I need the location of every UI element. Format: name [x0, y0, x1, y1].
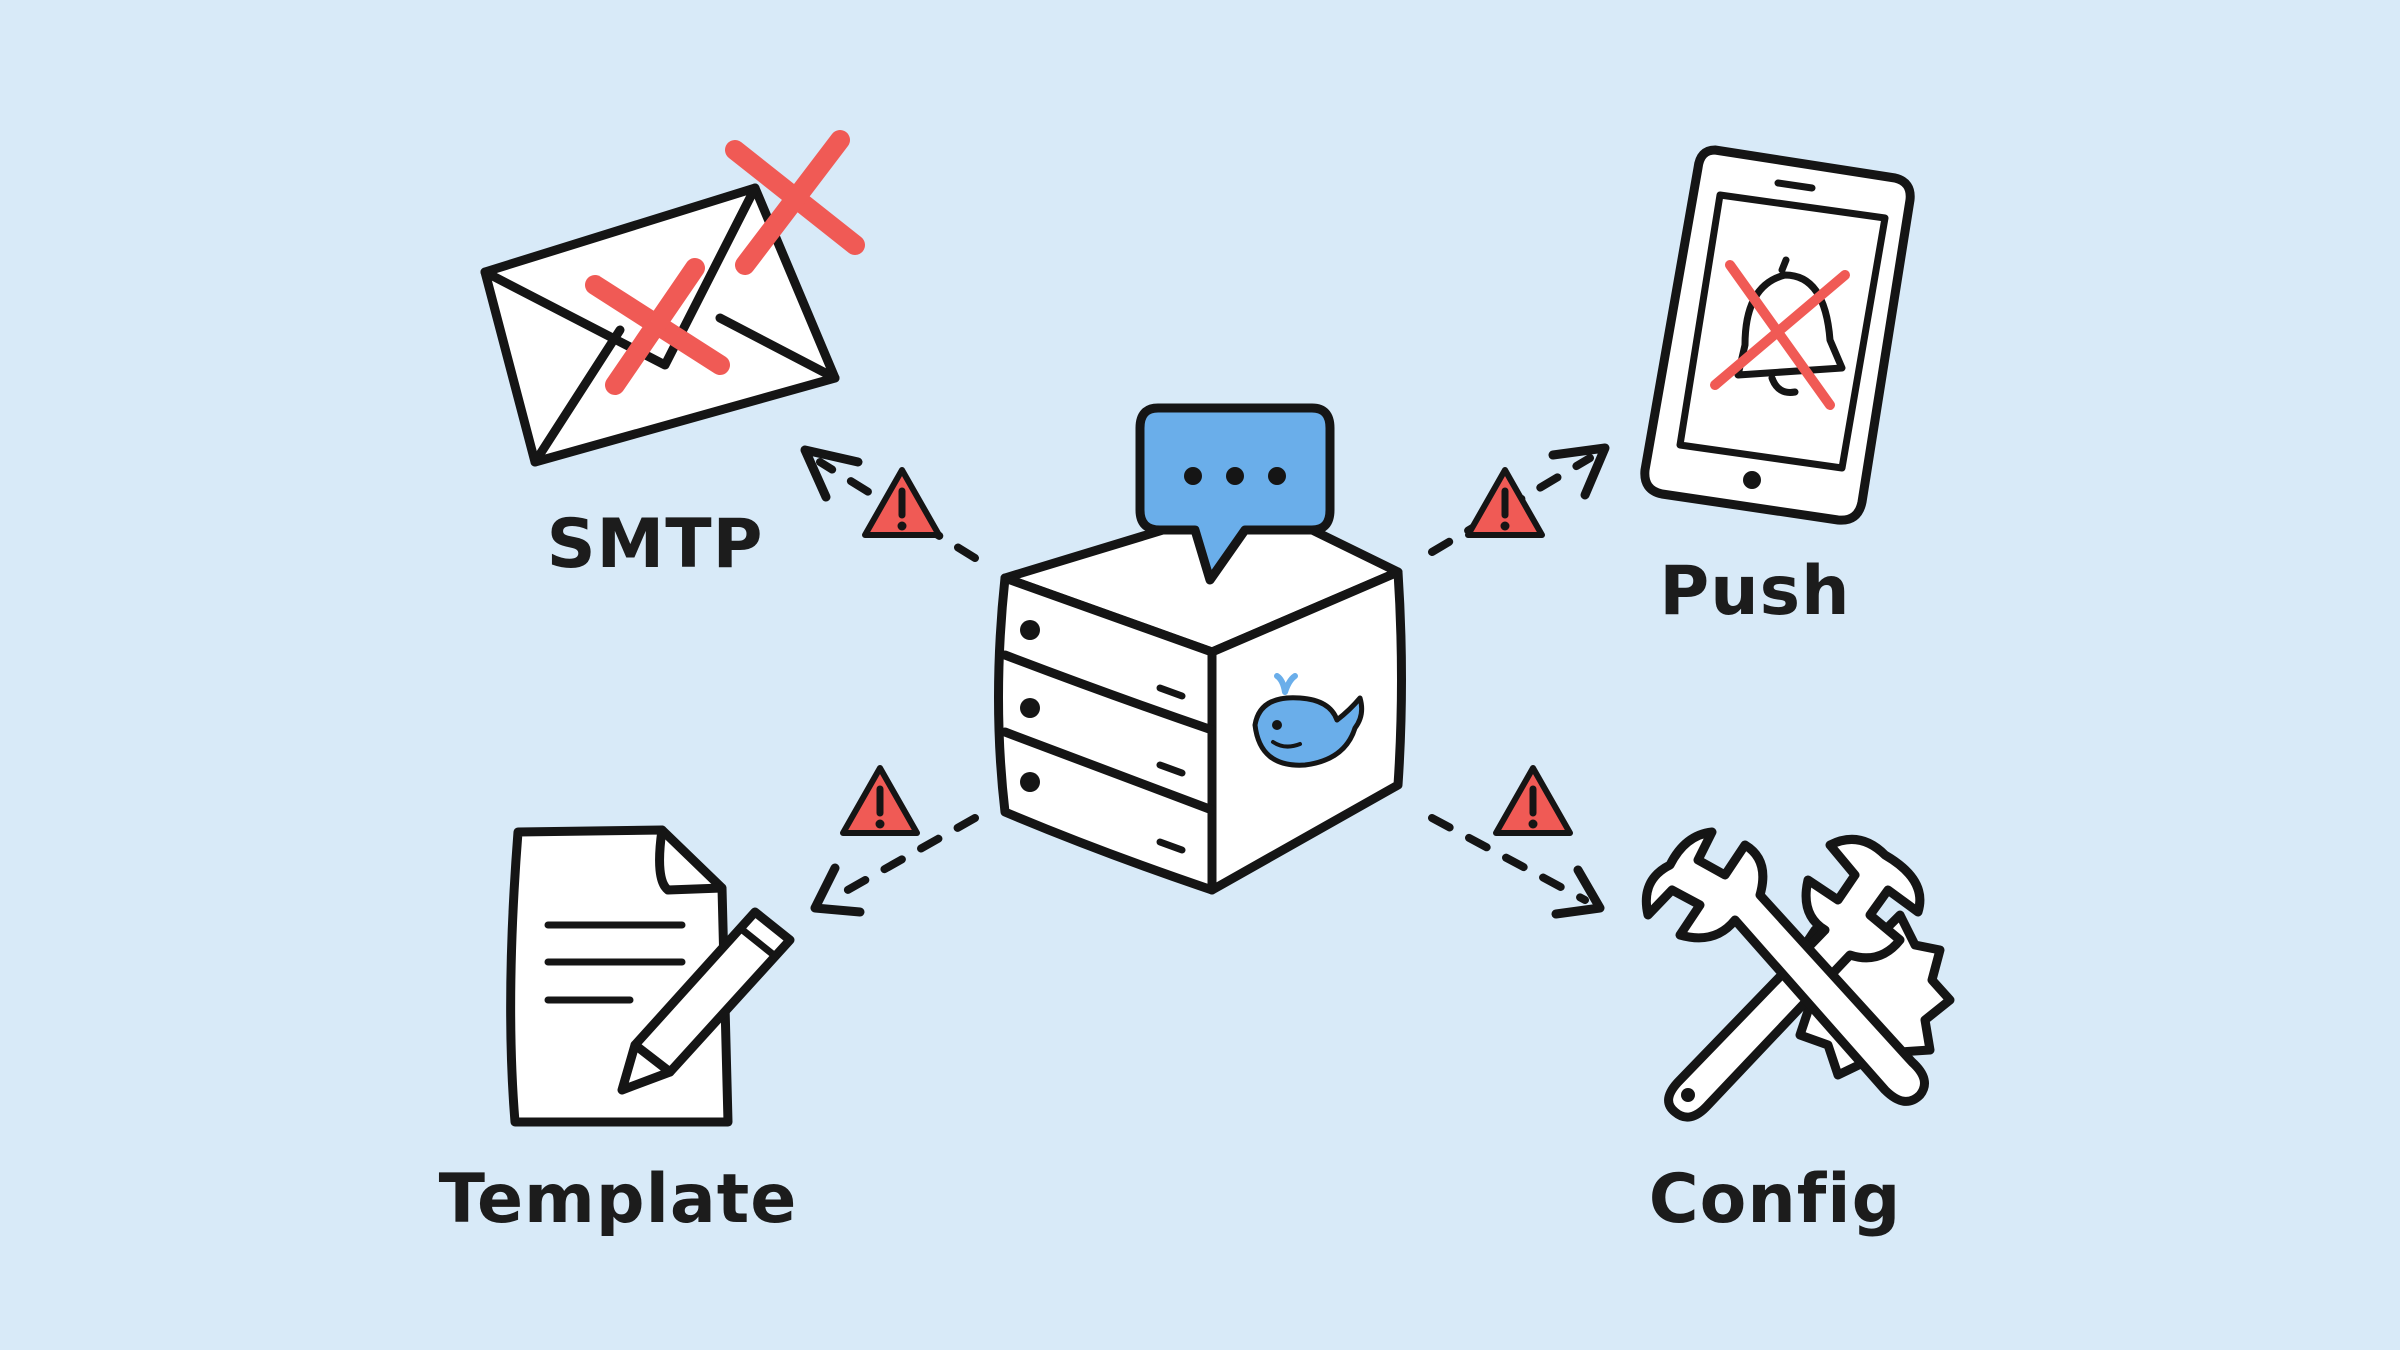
node-label-smtp: SMTP [546, 505, 764, 584]
warning-triangle-icon [1465, 467, 1545, 538]
node-label-config: Config [1648, 1160, 1902, 1239]
docker-whale-icon [1252, 673, 1365, 768]
warning-triangle-icon [840, 765, 920, 836]
connector-config [1428, 814, 1605, 919]
chat-bubble-icon [1135, 403, 1335, 585]
smartphone-bell-icon [1640, 145, 1915, 525]
error-cross-icon [585, 130, 865, 395]
node-label-push: Push [1659, 552, 1851, 631]
warning-triangle-icon [862, 467, 942, 538]
warning-triangle-icon [1493, 765, 1573, 836]
document-pencil-icon [506, 825, 795, 1127]
connector-template [810, 814, 979, 917]
wrench-gear-icon [1641, 827, 1955, 1122]
node-label-template: Template [438, 1160, 798, 1239]
